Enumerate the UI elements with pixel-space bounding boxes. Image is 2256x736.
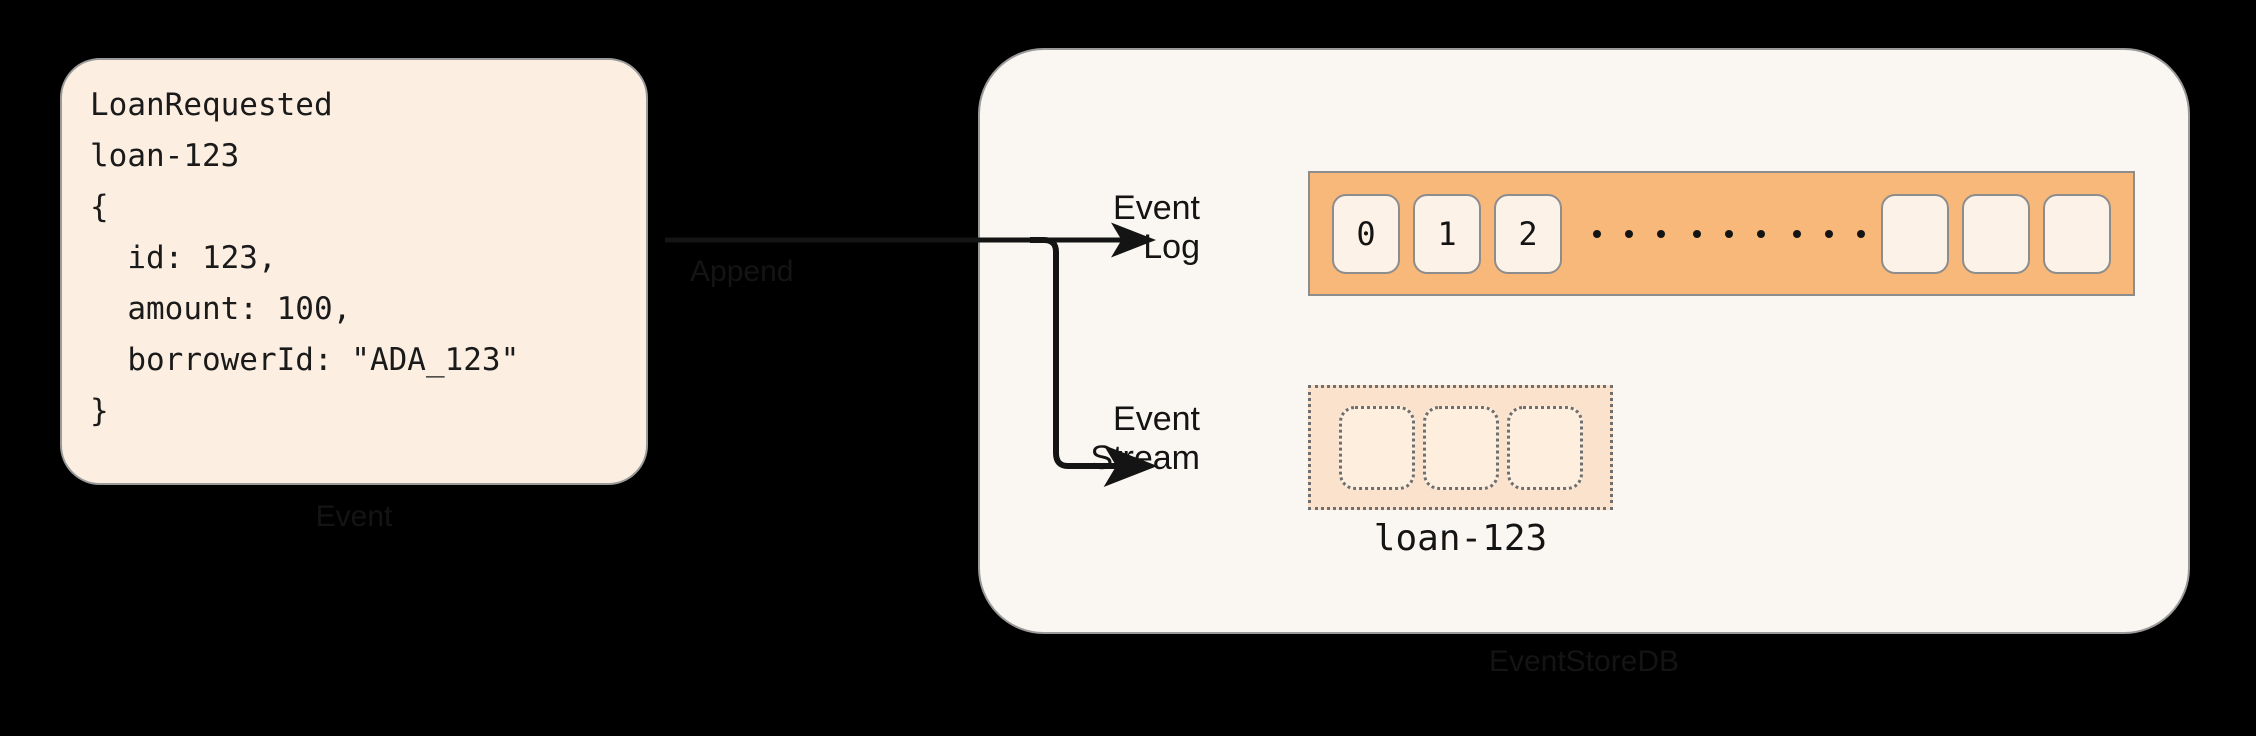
ellipsis-dot-group bbox=[1693, 229, 1765, 238]
event-card[interactable]: LoanRequested loan-123 { id: 123, amount… bbox=[60, 58, 648, 485]
event-log-cell[interactable]: 1 bbox=[1413, 193, 1481, 274]
event-stream-label-line1: Event bbox=[1113, 400, 1200, 438]
event-stream-label: Event Stream bbox=[1000, 400, 1200, 478]
eventstoredb-container[interactable] bbox=[978, 48, 2190, 634]
ellipsis-dot bbox=[1825, 229, 1833, 238]
event-log-label-line1: Event bbox=[1113, 189, 1200, 227]
event-stream-id: loan-123 bbox=[1373, 518, 1548, 559]
event-stream-label-line2: Stream bbox=[1090, 439, 1200, 477]
event-log-empty-cell[interactable] bbox=[1881, 193, 1949, 274]
ellipsis-dot-group bbox=[1593, 229, 1665, 238]
event-log-empty-cell[interactable] bbox=[2043, 193, 2111, 274]
append-arrow-label: Append bbox=[690, 255, 794, 288]
ellipsis-dot bbox=[1693, 229, 1701, 238]
event-log-strip[interactable]: 0 1 2 bbox=[1308, 171, 2135, 296]
event-stream-strip[interactable] bbox=[1308, 385, 1613, 510]
eventstoredb-caption: EventStoreDB bbox=[1488, 645, 1680, 678]
event-stream-empty-cell[interactable] bbox=[1422, 405, 1499, 490]
event-log-cell[interactable]: 0 bbox=[1332, 193, 1400, 274]
ellipsis-dot bbox=[1593, 229, 1601, 238]
event-stream-empty-cell[interactable] bbox=[1338, 405, 1415, 490]
event-log-label-line2: Log bbox=[1143, 228, 1200, 266]
ellipsis-dot bbox=[1625, 229, 1633, 238]
ellipsis-dot bbox=[1657, 229, 1665, 238]
event-stream-empty-cell[interactable] bbox=[1506, 405, 1583, 490]
event-log-ellipsis bbox=[1593, 229, 1865, 238]
ellipsis-dot bbox=[1757, 229, 1765, 238]
ellipsis-dot bbox=[1857, 229, 1865, 238]
event-log-empty-cell[interactable] bbox=[1962, 193, 2030, 274]
ellipsis-dot-group bbox=[1793, 229, 1865, 238]
ellipsis-dot bbox=[1725, 229, 1733, 238]
event-card-caption: Event bbox=[315, 500, 393, 533]
ellipsis-dot bbox=[1793, 229, 1801, 238]
event-card-code: LoanRequested loan-123 { id: 123, amount… bbox=[90, 87, 520, 429]
event-log-cell[interactable]: 2 bbox=[1494, 193, 1562, 274]
event-log-label: Event Log bbox=[1010, 189, 1200, 267]
